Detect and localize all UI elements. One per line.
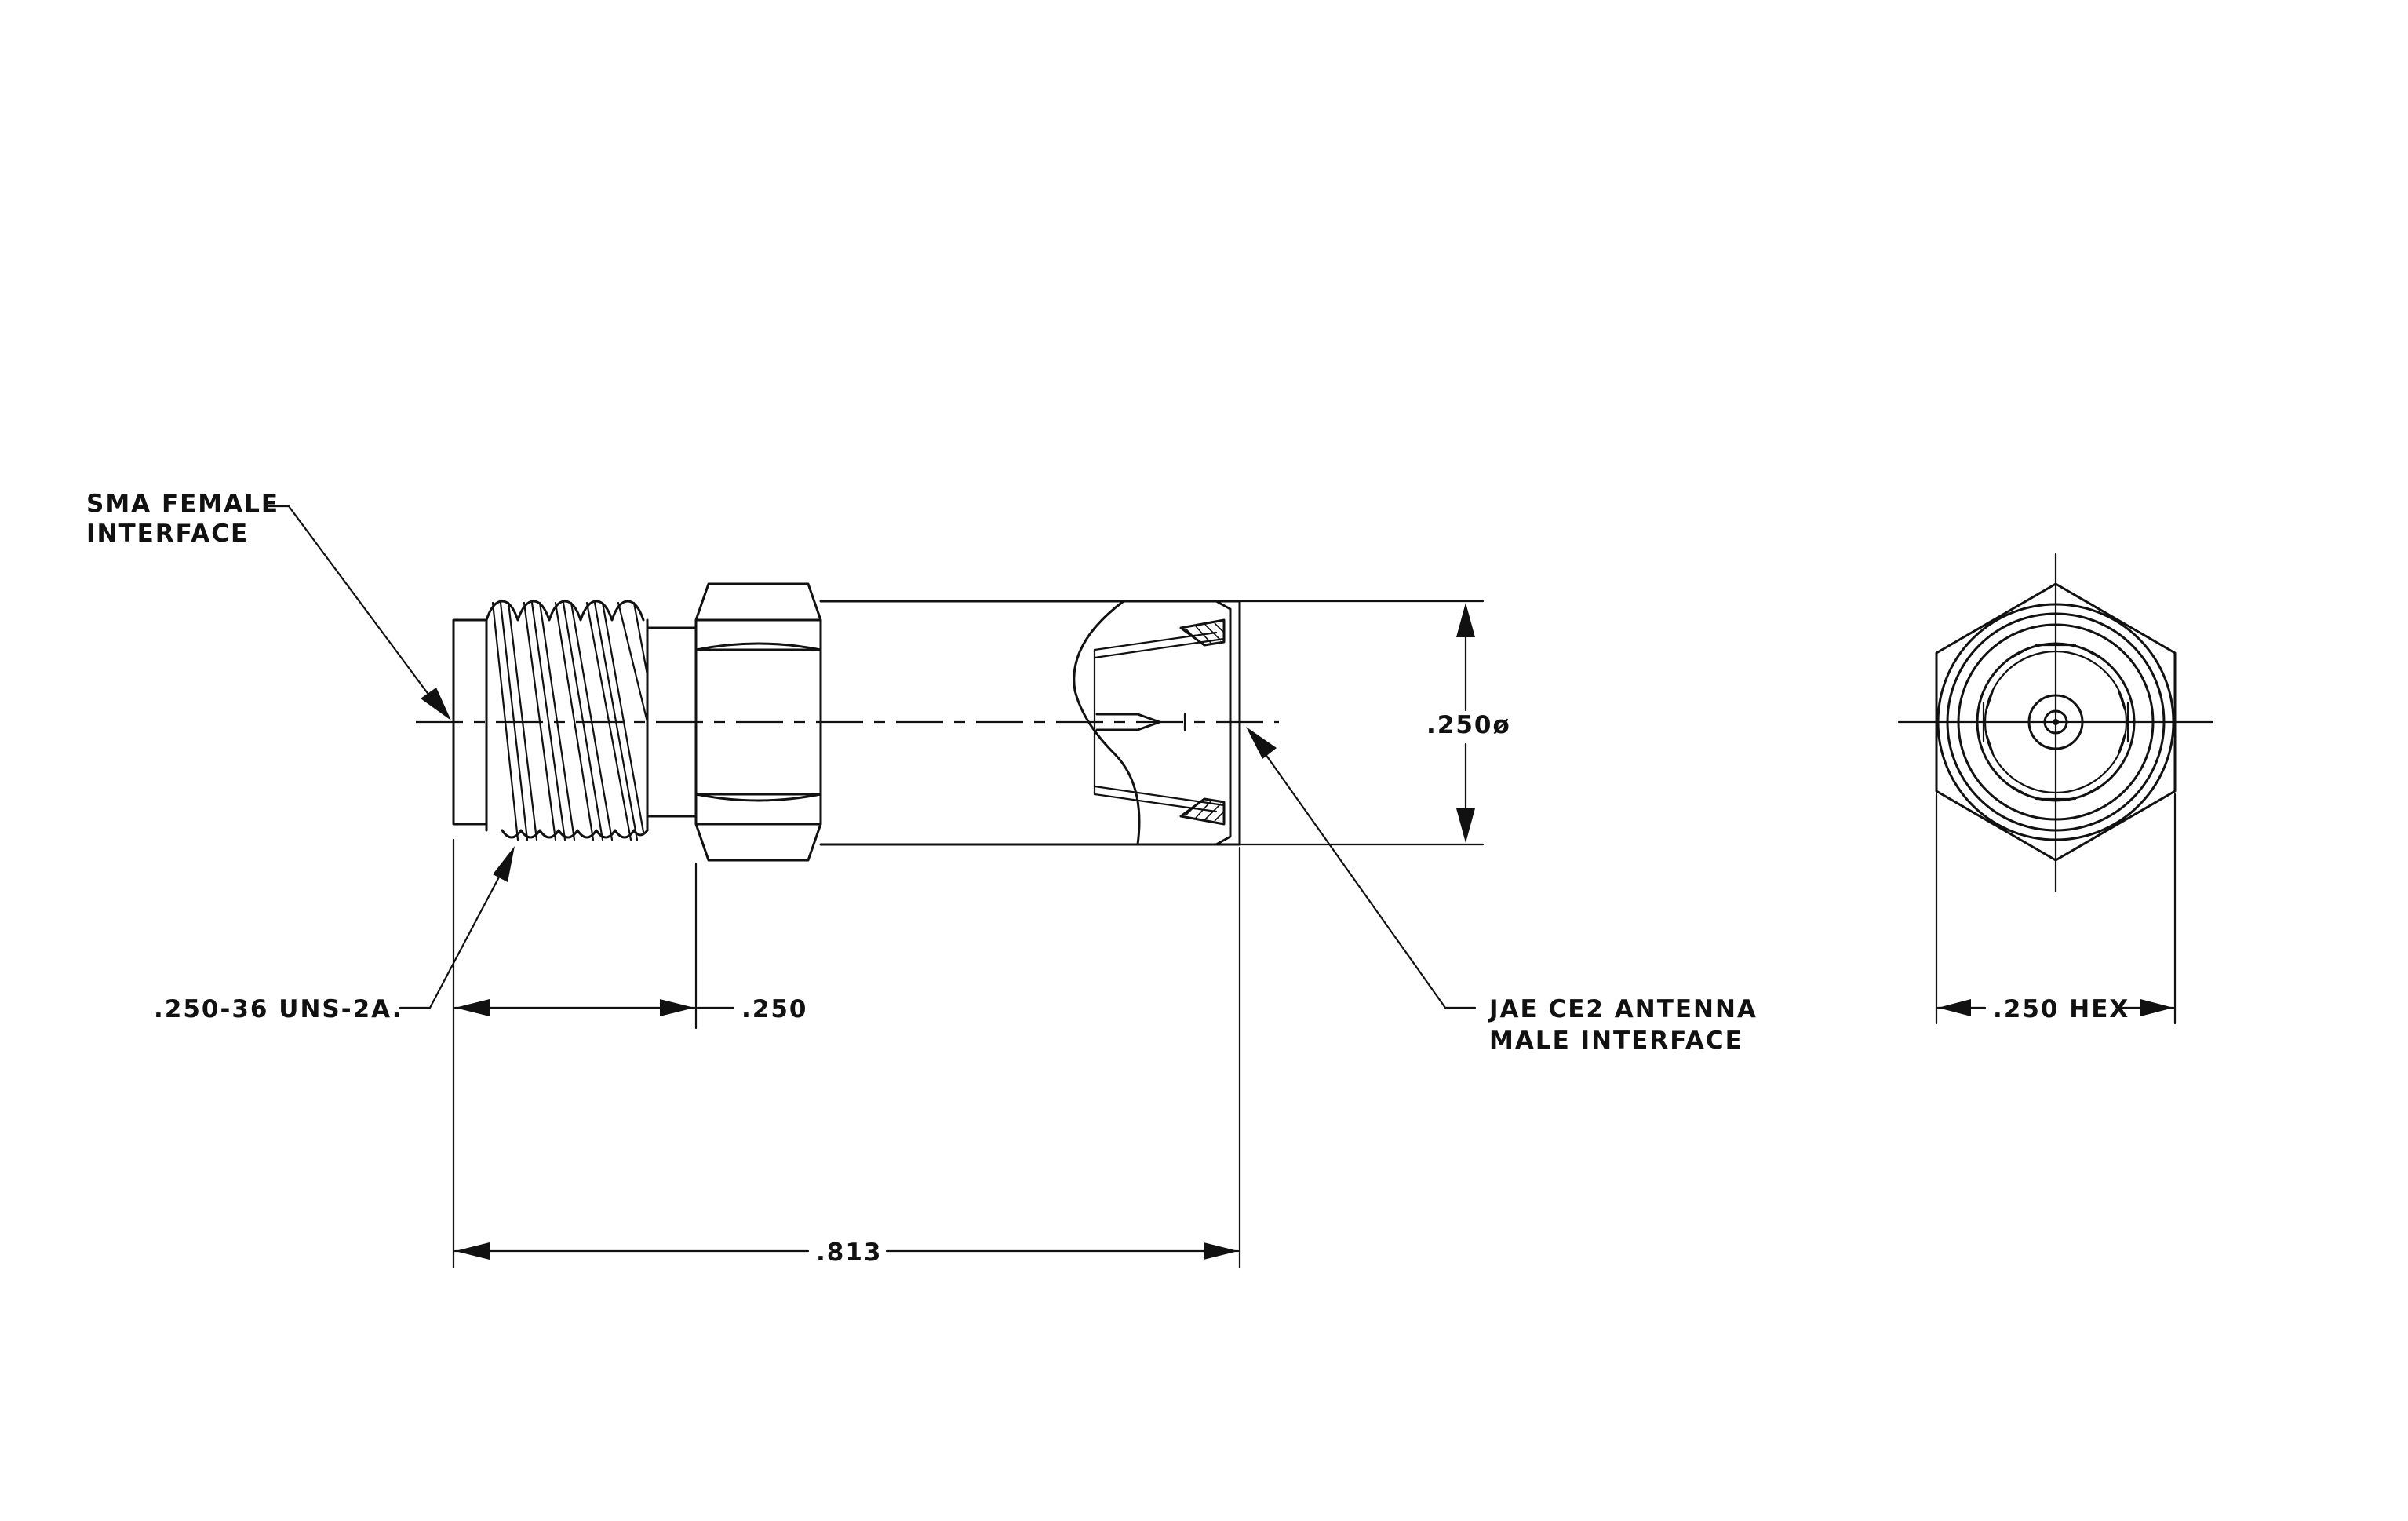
- leader-lines: [265, 505, 1477, 1009]
- overall-length-label: .813: [816, 1238, 883, 1267]
- hex-nut: [694, 582, 822, 862]
- thread-spec-label: .250-36 UNS-2A.: [154, 995, 403, 1023]
- retaining-ring-top: [1179, 618, 1226, 647]
- hex-across-flats-label: .250 HEX: [1993, 995, 2129, 1023]
- end-view: .250 HEX: [1897, 553, 2214, 1025]
- end-view-hex-outline: [1935, 582, 2177, 862]
- sma-interface-label-line1: SMA FEMALE: [86, 490, 279, 518]
- sma-interface-label-line2: INTERFACE: [86, 520, 249, 548]
- side-view-dimensions: [452, 600, 1485, 1269]
- threaded-section: [485, 600, 649, 841]
- jae-interface-label-line2: MALE INTERFACE: [1489, 1027, 1743, 1055]
- hex-length-label: .250: [741, 995, 808, 1023]
- jae-barrel: [819, 600, 1241, 846]
- end-view-slots: [1982, 644, 2129, 801]
- side-view: SMA FEMALE INTERFACE .250-36 UNS-2A. .25…: [86, 490, 1758, 1269]
- diameter-label: .250ø: [1426, 711, 1511, 739]
- retaining-ring-bottom: [1179, 797, 1226, 826]
- jae-interface-label-line1: JAE CE2 ANTENNA: [1488, 995, 1758, 1023]
